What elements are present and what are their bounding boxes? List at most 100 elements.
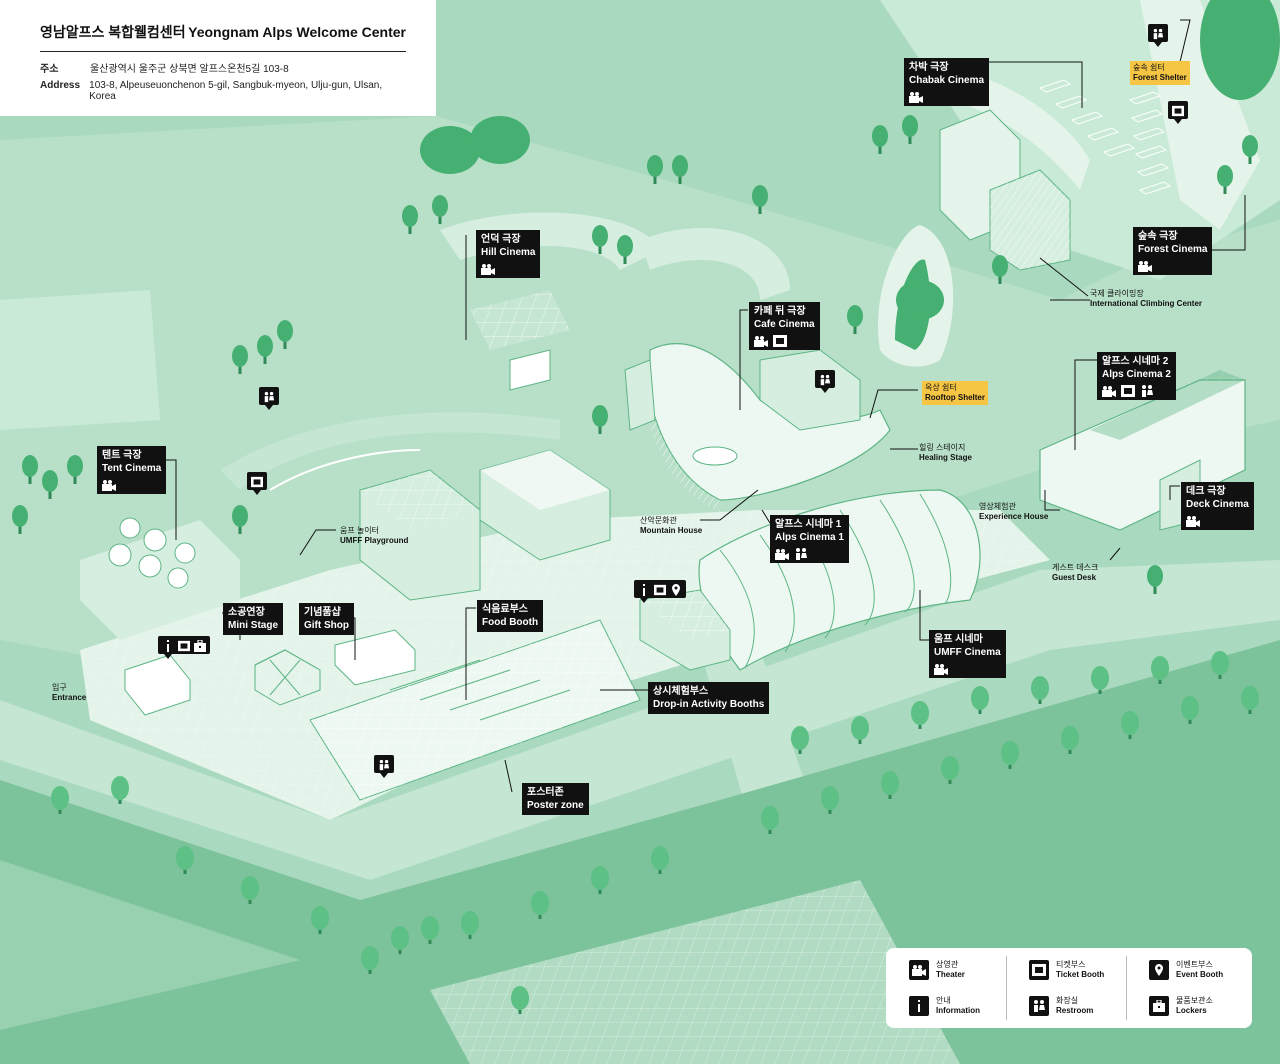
label-umff-playground[interactable]: 움프 놀이터 UMFF Playground (340, 526, 408, 546)
label-drop-in-activity-booths[interactable]: 상시체험부스 Drop-in Activity Booths (648, 682, 770, 714)
label-ko: 포스터존 (527, 787, 564, 798)
theater-icon (934, 663, 948, 675)
label-ko: 입구 (52, 683, 67, 692)
label-cafe-cinema[interactable]: 카페 뒤 극장 Cafe Cinema (749, 302, 820, 350)
label-chabak-cinema[interactable]: 차박 극장 Chabak Cinema (904, 58, 990, 106)
pin-mini-stage-services[interactable] (158, 636, 210, 659)
label-mountain-house[interactable]: 산악문화관 Mountain House (640, 516, 702, 536)
label-healing-stage[interactable]: 힐링 스테이지 Healing Stage (919, 443, 972, 463)
label-en: International Climbing Center (1090, 299, 1203, 308)
label-ko: 게스트 데스크 (1052, 563, 1099, 572)
theater-icon (909, 91, 923, 103)
label-mini-stage[interactable]: 소공연장 Mini Stage (223, 603, 284, 635)
label-en: Cafe Cinema (754, 319, 815, 330)
lockers-icon (194, 639, 206, 652)
ticket-booth-icon (773, 335, 787, 347)
label-poster-zone[interactable]: 포스터존 Poster zone (522, 783, 589, 815)
title-row: 영남알프스 복합웰컴센터 Yeongnam Alps Welcome Cente… (40, 22, 406, 52)
label-ko: 데크 극장 (1186, 486, 1226, 497)
label-en: Food Booth (482, 617, 539, 628)
restroom-icon (1152, 27, 1164, 40)
legend-label-ko: 화장실 (1056, 996, 1079, 1005)
label-en: Entrance (52, 693, 87, 702)
legend-label-ko: 이벤트부스 (1176, 960, 1213, 969)
label-hill-cinema[interactable]: 언덕 극장 Hill Cinema (476, 230, 541, 278)
label-alps-cinema-2[interactable]: 알프스 시네마 2 Alps Cinema 2 (1097, 352, 1176, 400)
label-ko: 힐링 스테이지 (919, 443, 966, 452)
label-en: Experience House (979, 512, 1049, 521)
pin-restroom-south[interactable] (374, 755, 394, 778)
label-alps-cinema-1[interactable]: 알프스 시네마 1 Alps Cinema 1 (770, 515, 849, 563)
label-forest-shelter[interactable]: 숲속 쉼터 Forest Shelter (1130, 61, 1190, 85)
label-ko: 차박 극장 (909, 62, 949, 73)
label-tent-cinema[interactable]: 텐트 극장 Tent Cinema (97, 446, 167, 494)
event-booth-icon (670, 583, 682, 596)
address-english: 103-8, Alpeuseuonchenon 5-gil, Sangbuk-m… (89, 80, 383, 102)
legend-divider (1006, 956, 1007, 1020)
ticket-booth-icon (654, 583, 666, 596)
pin-restroom-cafe[interactable] (815, 370, 835, 393)
theater-icon (754, 335, 768, 347)
label-experience-house[interactable]: 영상체험관 Experience House (979, 502, 1048, 522)
label-en: Deck Cinema (1186, 499, 1249, 510)
pin-ticket-booth-forest[interactable] (1168, 101, 1188, 124)
label-international-climbing-center[interactable]: 국제 클라이밍장 International Climbing Center (1090, 289, 1202, 309)
ticket-booth-icon (1172, 104, 1184, 117)
label-ko: 산악문화관 (640, 516, 677, 525)
label-en: Poster zone (527, 800, 584, 811)
theater-icon (1138, 260, 1152, 272)
label-ko: 움프 놀이터 (340, 526, 380, 535)
label-en: Tent Cinema (102, 463, 162, 474)
label-ko: 기념품샵 (304, 607, 341, 618)
address-label-english: Address (40, 80, 81, 91)
event-booth-icon (1149, 960, 1169, 980)
tent-domes (80, 517, 240, 640)
label-guest-desk[interactable]: 게스트 데스크 Guest Desk (1052, 563, 1098, 583)
restroom-icon (378, 758, 390, 771)
label-ko: 상시체험부스 (653, 686, 709, 697)
ticket-booth-icon (251, 475, 263, 488)
address-row-korean: 주소 울산광역시 울주군 상북면 알프스온천5길 103-8 (40, 60, 406, 75)
label-forest-cinema[interactable]: 숲속 극장 Forest Cinema (1133, 227, 1213, 275)
theater-icon (481, 263, 495, 275)
label-gift-shop[interactable]: 기념품샵 Gift Shop (299, 603, 354, 635)
theater-icon (102, 479, 116, 491)
address-label-korean: 주소 (40, 64, 59, 75)
label-ko: 텐트 극장 (102, 450, 142, 461)
legend-panel (886, 948, 1252, 1028)
label-en: Rooftop Shelter (925, 393, 985, 402)
label-ko: 움프 시네마 (934, 634, 983, 645)
label-ko: 숲속 쉼터 (1133, 63, 1165, 72)
label-ko: 영상체험관 (979, 502, 1016, 511)
legend-divider (1126, 956, 1127, 1020)
ticket-booth-icon (1029, 960, 1049, 980)
mini-stage-area (124, 629, 416, 716)
label-entrance[interactable]: 입구 Entrance (52, 683, 86, 703)
central-halls (359, 449, 611, 601)
ticket-booth-icon (1121, 385, 1135, 397)
legend-label-ko: 물품보관소 (1176, 996, 1213, 1005)
label-food-booth[interactable]: 식음료부스 Food Booth (477, 600, 544, 632)
legend-label-ko: 티켓부스 (1056, 960, 1086, 969)
label-en: Gift Shop (304, 620, 349, 631)
label-en: Guest Desk (1052, 573, 1097, 582)
pin-umff-services[interactable] (634, 580, 686, 603)
label-rooftop-shelter[interactable]: 옥상 쉼터 Rooftop Shelter (922, 381, 988, 405)
legend-label-en: Restroom (1056, 1006, 1094, 1015)
pin-restroom-forest[interactable] (1148, 24, 1168, 47)
label-umff-cinema[interactable]: 움프 시네마 UMFF Cinema (929, 630, 1006, 678)
title-card: 영남알프스 복합웰컴센터 Yeongnam Alps Welcome Cente… (0, 0, 436, 116)
pin-restroom-west[interactable] (259, 387, 279, 410)
legend-label-ko: 상영관 (936, 960, 959, 969)
theater-icon (1102, 385, 1116, 397)
umff-ticket-stand (639, 589, 731, 671)
hill-seating (470, 290, 570, 391)
label-ko: 옥상 쉼터 (925, 383, 957, 392)
legend-label-en: Theater (936, 970, 965, 979)
pin-ticket-booth-playground[interactable] (247, 472, 267, 495)
label-deck-cinema[interactable]: 데크 극장 Deck Cinema (1181, 482, 1254, 530)
